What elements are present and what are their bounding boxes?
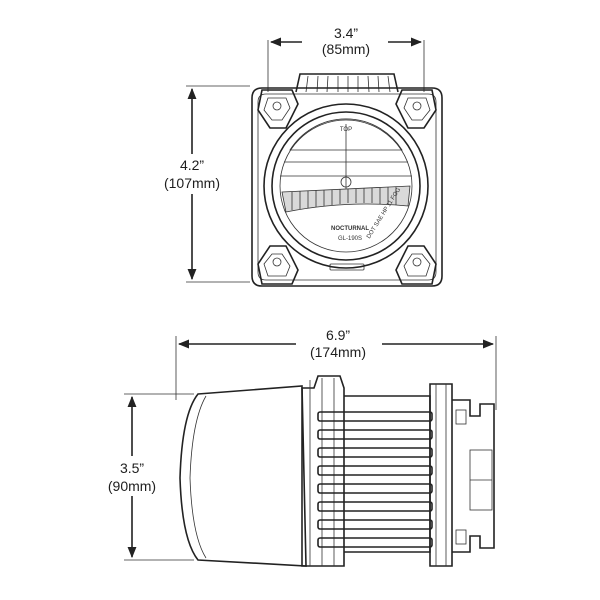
lens-brand: NOCTURNAL bbox=[331, 226, 369, 232]
side-height-dimension: 3.5” (90mm) bbox=[100, 393, 194, 561]
lens-top-mark: TOP bbox=[340, 127, 352, 133]
mount-boss-bottom-right bbox=[395, 245, 437, 285]
side-length-dimension: 6.9” (174mm) bbox=[175, 327, 497, 410]
side-length-metric: (174mm) bbox=[310, 344, 366, 360]
lens-cutoff-band bbox=[281, 185, 411, 213]
side-height-metric: (90mm) bbox=[108, 478, 156, 494]
side-view: 6.9” (174mm) 3.5” (90mm) bbox=[100, 327, 497, 567]
side-rear-mount bbox=[429, 383, 495, 567]
front-height-label: 4.2” bbox=[180, 157, 204, 173]
mount-boss-top-right bbox=[395, 89, 437, 129]
front-height-dimension: 4.2” (107mm) bbox=[160, 85, 250, 283]
front-width-dimension: 3.4” (85mm) bbox=[267, 25, 425, 92]
front-lens: TOP NOCTURNAL GL-190S DOT SAE HP 11 FOG bbox=[263, 103, 429, 269]
mount-boss-top-left bbox=[257, 89, 299, 129]
front-width-label: 3.4” bbox=[334, 25, 358, 41]
lens-model: GL-190S bbox=[338, 236, 362, 242]
side-cooling-fins bbox=[317, 411, 433, 548]
side-length-label: 6.9” bbox=[326, 327, 350, 343]
front-height-metric: (107mm) bbox=[164, 175, 220, 191]
front-width-metric: (85mm) bbox=[322, 41, 370, 57]
front-housing bbox=[251, 73, 443, 287]
mount-boss-bottom-left bbox=[257, 245, 299, 285]
side-height-label: 3.5” bbox=[120, 460, 144, 476]
side-lens-dome bbox=[179, 385, 307, 567]
front-view: 3.4” (85mm) 4.2” (107mm) bbox=[160, 25, 443, 287]
